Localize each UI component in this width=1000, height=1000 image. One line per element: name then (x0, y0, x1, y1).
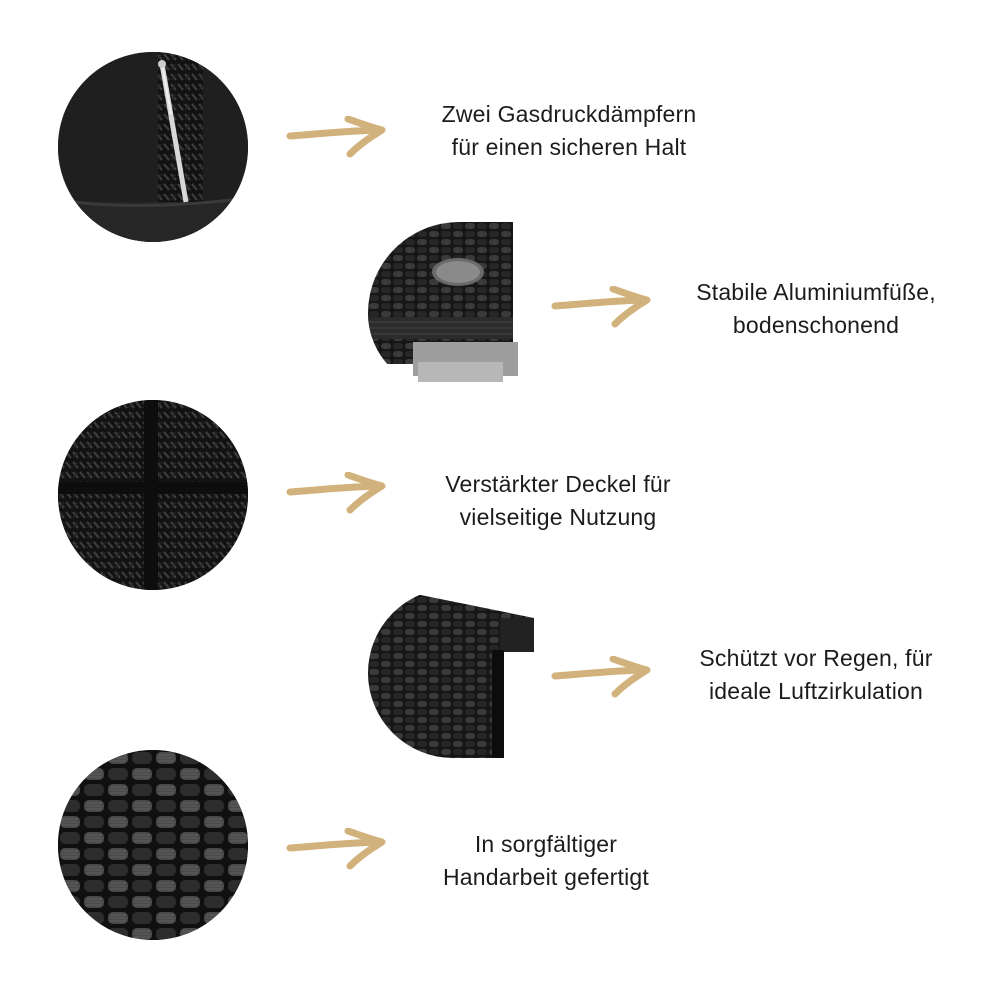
caption-line: In sorgfältiger (474, 831, 618, 857)
caption-reinforced-lid: Verstärkter Deckel für vielseitige Nutzu… (400, 468, 716, 534)
caption-line: Stabile Aluminiumfüße, (696, 279, 936, 305)
arrow-right-icon (286, 472, 390, 516)
caption-gas-springs: Zwei Gasdruckdämpfern für einen sicheren… (404, 98, 734, 164)
arrow-right-icon (551, 286, 655, 330)
caption-line: Schützt vor Regen, für (699, 645, 933, 671)
caption-line: Verstärkter Deckel für (445, 471, 671, 497)
caption-line: für einen sicheren Halt (451, 134, 687, 160)
aluminium-foot-photo (368, 222, 520, 390)
caption-rain-protection: Schützt vor Regen, für ideale Luftzirkul… (666, 642, 966, 708)
caption-line: ideale Luftzirkulation (708, 678, 924, 704)
arrow-right-icon (551, 656, 655, 700)
arrow-right-icon (286, 116, 390, 160)
arrow-right-icon (286, 828, 390, 872)
caption-aluminium-feet: Stabile Aluminiumfüße, bodenschonend (666, 276, 966, 342)
gas-spring-photo (58, 52, 248, 242)
caption-line: Zwei Gasdruckdämpfern (441, 101, 697, 127)
lid-edge-photo (368, 588, 534, 758)
lid-weave-photo (58, 400, 248, 590)
caption-handmade: In sorgfältiger Handarbeit gefertigt (400, 828, 692, 894)
caption-line: Handarbeit gefertigt (442, 864, 649, 890)
caption-line: bodenschonend (732, 312, 900, 338)
handmade-weave-photo (58, 750, 248, 940)
caption-line: vielseitige Nutzung (459, 504, 657, 530)
